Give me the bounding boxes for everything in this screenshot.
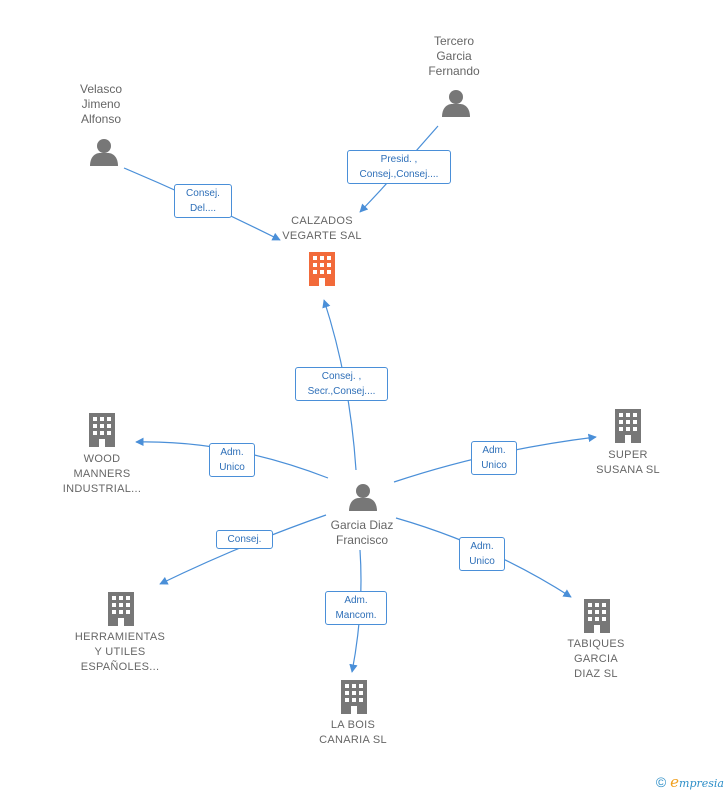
company-label-calzados[interactable]: CALZADOS VEGARTE SAL — [282, 215, 362, 242]
edge-label-garcia-herramientas[interactable]: Consej. — [216, 530, 273, 549]
edge-label-velasco-calzados[interactable]: Consej. Del.... — [174, 184, 232, 218]
footer-brand[interactable]: © empresia — [656, 773, 724, 791]
building-icon — [108, 592, 134, 626]
copyright-icon: © — [655, 774, 667, 790]
person-icon — [90, 139, 118, 166]
person-icon — [349, 484, 377, 511]
person-label-velasco[interactable]: Velasco Jimeno Alfonso — [79, 82, 123, 126]
company-label-wood[interactable]: WOOD MANNERS INDUSTRIAL... — [62, 453, 142, 495]
company-label-herramientas[interactable]: HERRAMIENTAS Y UTILES ESPAÑOLES... — [74, 631, 166, 673]
edge-label-garcia-labois[interactable]: Adm. Mancom. — [325, 591, 387, 625]
person-label-tercero[interactable]: Tercero Garcia Fernando — [428, 34, 480, 78]
edge-label-tercero-calzados[interactable]: Presid. , Consej.,Consej.... — [347, 150, 451, 184]
company-label-tabiques[interactable]: TABIQUES GARCIA DIAZ SL — [567, 638, 625, 680]
edge-label-garcia-tabiques[interactable]: Adm. Unico — [459, 537, 505, 571]
building-icon — [89, 413, 115, 447]
brand-logo-text: mpresia — [679, 777, 724, 790]
edge-label-garcia-calzados[interactable]: Consej. , Secr.,Consej.... — [295, 367, 388, 401]
company-label-la-bois[interactable]: LA BOIS CANARIA SL — [319, 719, 387, 746]
edge-label-garcia-wood[interactable]: Adm. Unico — [209, 443, 255, 477]
building-icon — [341, 680, 367, 714]
edge-garcia-herramientas — [159, 514, 327, 585]
building-icon — [309, 252, 335, 286]
edge-label-garcia-super[interactable]: Adm. Unico — [471, 441, 517, 475]
brand-logo-e: e — [670, 773, 680, 791]
person-label-garcia-diaz[interactable]: Garcia Diaz Francisco — [330, 518, 394, 547]
person-icon — [442, 90, 470, 117]
company-label-super[interactable]: SUPER SUSANA SL — [596, 449, 660, 476]
building-icon — [584, 599, 610, 633]
building-icon — [615, 409, 641, 443]
